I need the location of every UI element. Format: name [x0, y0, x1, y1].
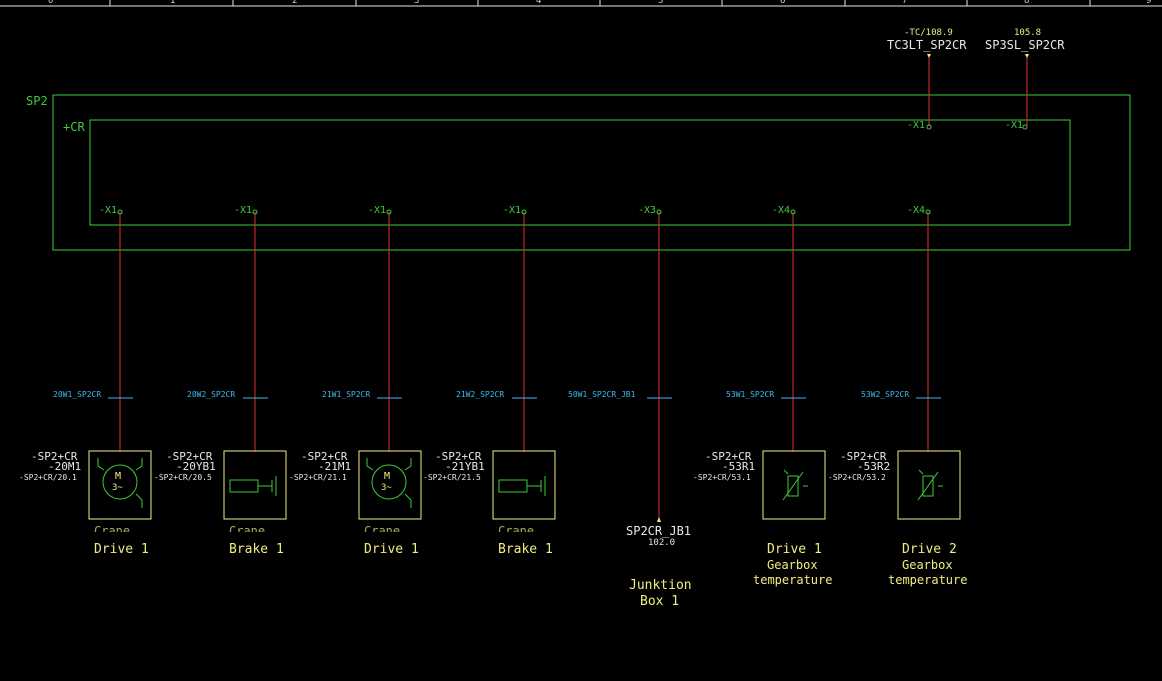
terminal-dot[interactable] [926, 124, 932, 130]
top-ref-2-name: SP3SL_SP2CR [985, 38, 1065, 52]
function-label: SP2 [26, 94, 48, 108]
ruler-number: 7 [902, 0, 908, 6]
device-desc: Drive 2 [902, 542, 957, 557]
brake-icon [498, 476, 546, 496]
device-desc: Drive 1 [767, 542, 822, 557]
device-desc: Brake 1 [229, 542, 284, 557]
ruler-number: 1 [170, 0, 176, 6]
device-desc: Gearbox [902, 558, 953, 572]
location-label: +CR [63, 120, 85, 134]
terminal-label: -X1 [368, 205, 387, 216]
arrow-down-icon [927, 54, 931, 58]
cable-label[interactable]: 21W2_SP2CR [456, 390, 505, 399]
device-ref[interactable]: -SP2+CR/21.5 [423, 473, 481, 482]
arrow-up-icon [657, 517, 661, 522]
terminal-label: -X3 [638, 205, 657, 216]
terminal-label: -X4 [772, 205, 791, 216]
ruler [0, 0, 1162, 7]
terminal-label: -X1 [234, 205, 253, 216]
terminal-label: -X1 [1005, 120, 1024, 131]
device-tag: -SP2+CR [435, 450, 482, 463]
device-tag: -53R2 [857, 460, 891, 473]
device-tag: -SP2+CR [31, 450, 78, 463]
device-tag: -21M1 [318, 460, 352, 473]
motor-phase: 3~ [112, 483, 123, 493]
device-box-21YB1[interactable] [492, 450, 556, 520]
terminal-label: -X1 [907, 120, 926, 131]
device-box-53R1[interactable] [762, 450, 826, 520]
motor-icon [97, 458, 143, 508]
ruler-number: 9 [1146, 0, 1152, 6]
device-desc: Drive 1 [364, 542, 419, 557]
device-tag: -20YB1 [176, 460, 216, 473]
location-box [89, 119, 1071, 226]
thermistor-icon [917, 469, 943, 501]
terminal-label: -X1 [99, 205, 118, 216]
top-ref-1[interactable]: -TC/108.9 [904, 28, 953, 38]
arrow-down-icon [1025, 54, 1029, 58]
device-boxes [88, 450, 961, 520]
cable-label[interactable]: 20W1_SP2CR [53, 390, 102, 399]
device-desc: temperature [888, 573, 968, 587]
device-ref[interactable]: -SP2+CR/53.1 [693, 473, 751, 482]
device-tag: -SP2+CR [705, 450, 752, 463]
ruler-number: 6 [780, 0, 786, 6]
terminal-dots [117, 209, 931, 215]
ruler-number: 3 [414, 0, 420, 6]
terminal-dot[interactable] [1022, 124, 1028, 130]
device-desc: Box 1 [640, 594, 680, 609]
device-box-53R2[interactable] [897, 450, 961, 520]
device-tag: -SP2+CR [840, 450, 887, 463]
device-desc: Drive 1 [94, 542, 149, 557]
wires [119, 212, 929, 518]
cable-label[interactable]: 53W1_SP2CR [726, 390, 775, 399]
terminal-label: -X1 [503, 205, 522, 216]
device-desc: Crane [94, 525, 131, 532]
device-ref[interactable]: -SP2+CR/20.5 [154, 473, 212, 482]
function-box [52, 94, 1131, 251]
device-tag: -20M1 [48, 460, 82, 473]
junction-box-ref[interactable]: 102.0 [648, 538, 676, 548]
motor-phase: 3~ [381, 483, 392, 493]
brake-icon [229, 476, 277, 496]
ruler-number: 8 [1024, 0, 1030, 6]
device-tag: -SP2+CR [166, 450, 213, 463]
device-ref[interactable]: -SP2+CR/21.1 [289, 473, 347, 482]
device-desc: Gearbox [767, 558, 818, 572]
ruler-number: 2 [292, 0, 298, 6]
device-desc: Junktion [629, 578, 692, 593]
ruler-number: 5 [658, 0, 664, 6]
device-desc: Brake 1 [498, 542, 553, 557]
device-desc: Crane [498, 525, 535, 532]
ruler-number: 0 [48, 0, 54, 6]
device-tag: -53R1 [722, 460, 756, 473]
top-ref-2[interactable]: 105.8 [1014, 28, 1042, 38]
device-box-20YB1[interactable] [223, 450, 287, 520]
cable-label[interactable]: 53W2_SP2CR [861, 390, 910, 399]
ruler-number: 4 [536, 0, 542, 6]
device-tag: -21YB1 [445, 460, 485, 473]
terminal-label: -X4 [907, 205, 926, 216]
cable-label[interactable]: 50W1_SP2CR_JB1 [568, 390, 636, 399]
thermistor-icon [782, 469, 808, 501]
motor-label: M [384, 471, 391, 482]
cable-label[interactable]: 21W1_SP2CR [322, 390, 371, 399]
top-ref-1-name: TC3LT_SP2CR [887, 38, 967, 52]
device-desc: temperature [753, 573, 833, 587]
motor-label: M [115, 471, 122, 482]
device-box-21M1[interactable] [358, 450, 422, 520]
device-ref[interactable]: -SP2+CR/53.2 [828, 473, 886, 482]
device-box-20M1[interactable] [88, 450, 152, 520]
device-desc: Crane [364, 525, 401, 532]
device-ref[interactable]: -SP2+CR/20.1 [19, 473, 77, 482]
cable-label[interactable]: 20W2_SP2CR [187, 390, 236, 399]
motor-icon [366, 458, 412, 508]
junction-box-name[interactable]: SP2CR_JB1 [626, 524, 692, 538]
device-tag: -SP2+CR [301, 450, 348, 463]
device-desc: Crane [229, 525, 266, 532]
